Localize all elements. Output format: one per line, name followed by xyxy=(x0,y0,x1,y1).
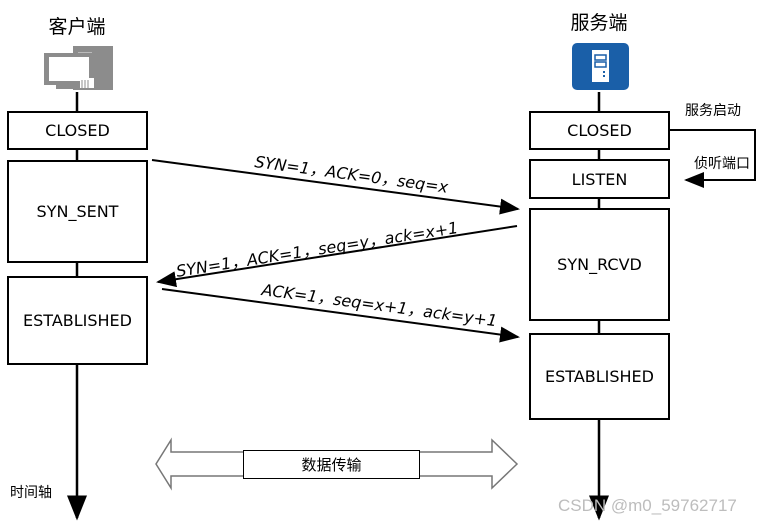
data-transfer-box: 数据传输 xyxy=(243,450,420,479)
watermark: CSDN @m0_59762717 xyxy=(558,496,737,515)
server-state-listen: LISTEN xyxy=(529,159,670,199)
server-title: 服务端 xyxy=(570,12,628,34)
data-transfer-arrow xyxy=(155,437,519,491)
timeline-label: 时间轴 xyxy=(10,485,52,501)
server-state-syn-rcvd: SYN_RCVD xyxy=(529,208,670,321)
service-startup-label: 服务启动 xyxy=(685,103,741,119)
client-title: 客户端 xyxy=(48,16,106,38)
message-arrow-3 xyxy=(161,288,520,343)
listen-port-label: 侦听端口 xyxy=(694,156,750,172)
server-tower-icon xyxy=(572,43,629,90)
server-state-closed: CLOSED xyxy=(529,111,670,150)
message-arrow-1 xyxy=(151,159,520,215)
client-state-established: ESTABLISHED xyxy=(7,276,148,365)
client-state-syn-sent: SYN_SENT xyxy=(7,160,148,263)
message-arrow-2 xyxy=(156,225,518,288)
desktop-computer-icon xyxy=(44,44,114,92)
client-state-closed: CLOSED xyxy=(7,111,148,150)
startup-arrow xyxy=(670,129,756,188)
server-state-established: ESTABLISHED xyxy=(529,333,670,420)
